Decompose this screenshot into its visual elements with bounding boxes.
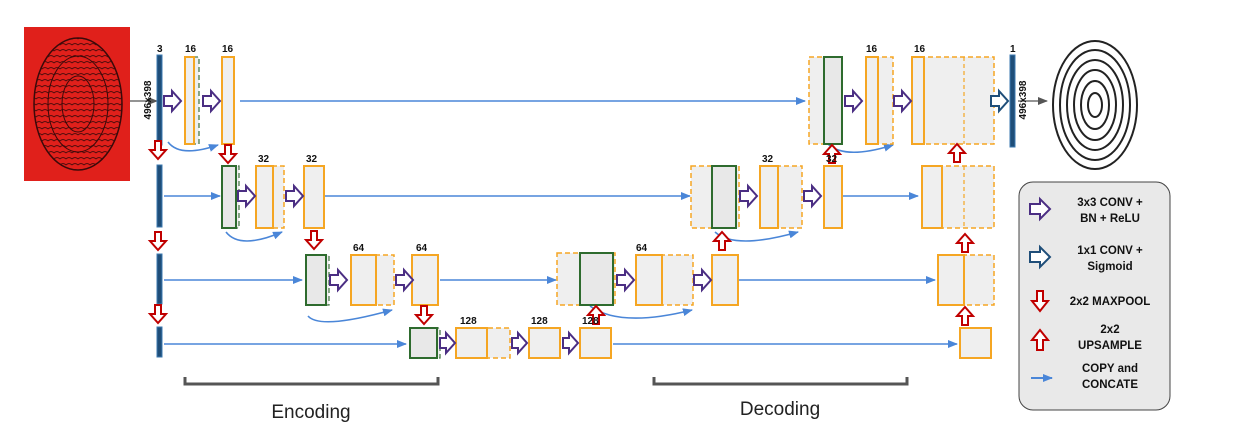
channel-label: 128 <box>582 316 599 327</box>
upsample-arrows <box>585 142 976 326</box>
input-size-label: 496x398 <box>143 80 154 119</box>
channel-label: 128 <box>531 316 548 327</box>
feature-bars <box>156 54 1016 358</box>
channel-label: 32 <box>258 154 270 165</box>
conv-bn-relu-icon <box>1029 196 1052 222</box>
channel-label: 3 <box>157 44 163 55</box>
encoding-bracket: Encoding <box>183 377 440 423</box>
legend-conv-line1: 3x3 CONV + <box>1077 197 1143 209</box>
decoding-bracket: Decoding <box>652 377 909 420</box>
channel-label: 16 <box>866 44 878 55</box>
sigmoid-arrow <box>990 88 1010 114</box>
legend-conv-line2: BN + ReLU <box>1080 213 1140 225</box>
conv-arrows <box>163 88 913 356</box>
legend-sigmoid-line1: 1x1 CONV + <box>1077 245 1143 257</box>
channel-label: 1 <box>1010 44 1016 55</box>
channel-label: 16 <box>914 44 926 55</box>
legend-upsample-line1: 2x2 <box>1100 324 1119 336</box>
channel-labels: 3 16 16 32 32 64 64 128 128 128 64 32 32… <box>143 44 1029 327</box>
legend-copy-line2: CONCATE <box>1082 379 1138 391</box>
network-blocks <box>184 56 995 359</box>
channel-label: 64 <box>416 243 428 254</box>
legend-maxpool: 2x2 MAXPOOL <box>1070 296 1151 308</box>
maxpool-icon <box>1029 290 1051 313</box>
legend-sigmoid-line2: Sigmoid <box>1087 261 1132 273</box>
upsample-icon <box>1029 328 1051 351</box>
encoding-label: Encoding <box>271 402 350 423</box>
conv-sigmoid-icon <box>1029 244 1052 270</box>
channel-label: 128 <box>460 316 477 327</box>
channel-label: 64 <box>636 243 648 254</box>
channel-label: 16 <box>185 44 197 55</box>
output-size-label: 496x398 <box>1018 80 1029 119</box>
maxpool-arrows <box>147 140 435 326</box>
legend: 3x3 CONV + BN + ReLU 1x1 CONV + Sigmoid … <box>1018 181 1171 411</box>
decoding-label: Decoding <box>740 399 820 420</box>
legend-upsample-line2: UPSAMPLE <box>1078 340 1142 352</box>
copy-concat-connections <box>164 97 958 348</box>
channel-label: 32 <box>306 154 318 165</box>
channel-label: 32 <box>826 154 838 165</box>
channel-label: 16 <box>222 44 234 55</box>
output-fingerprint-image <box>1052 40 1138 170</box>
channel-label: 64 <box>353 243 365 254</box>
legend-copy-line1: COPY and <box>1082 363 1138 375</box>
channel-label: 32 <box>762 154 774 165</box>
input-fingerprint-image <box>24 27 130 181</box>
